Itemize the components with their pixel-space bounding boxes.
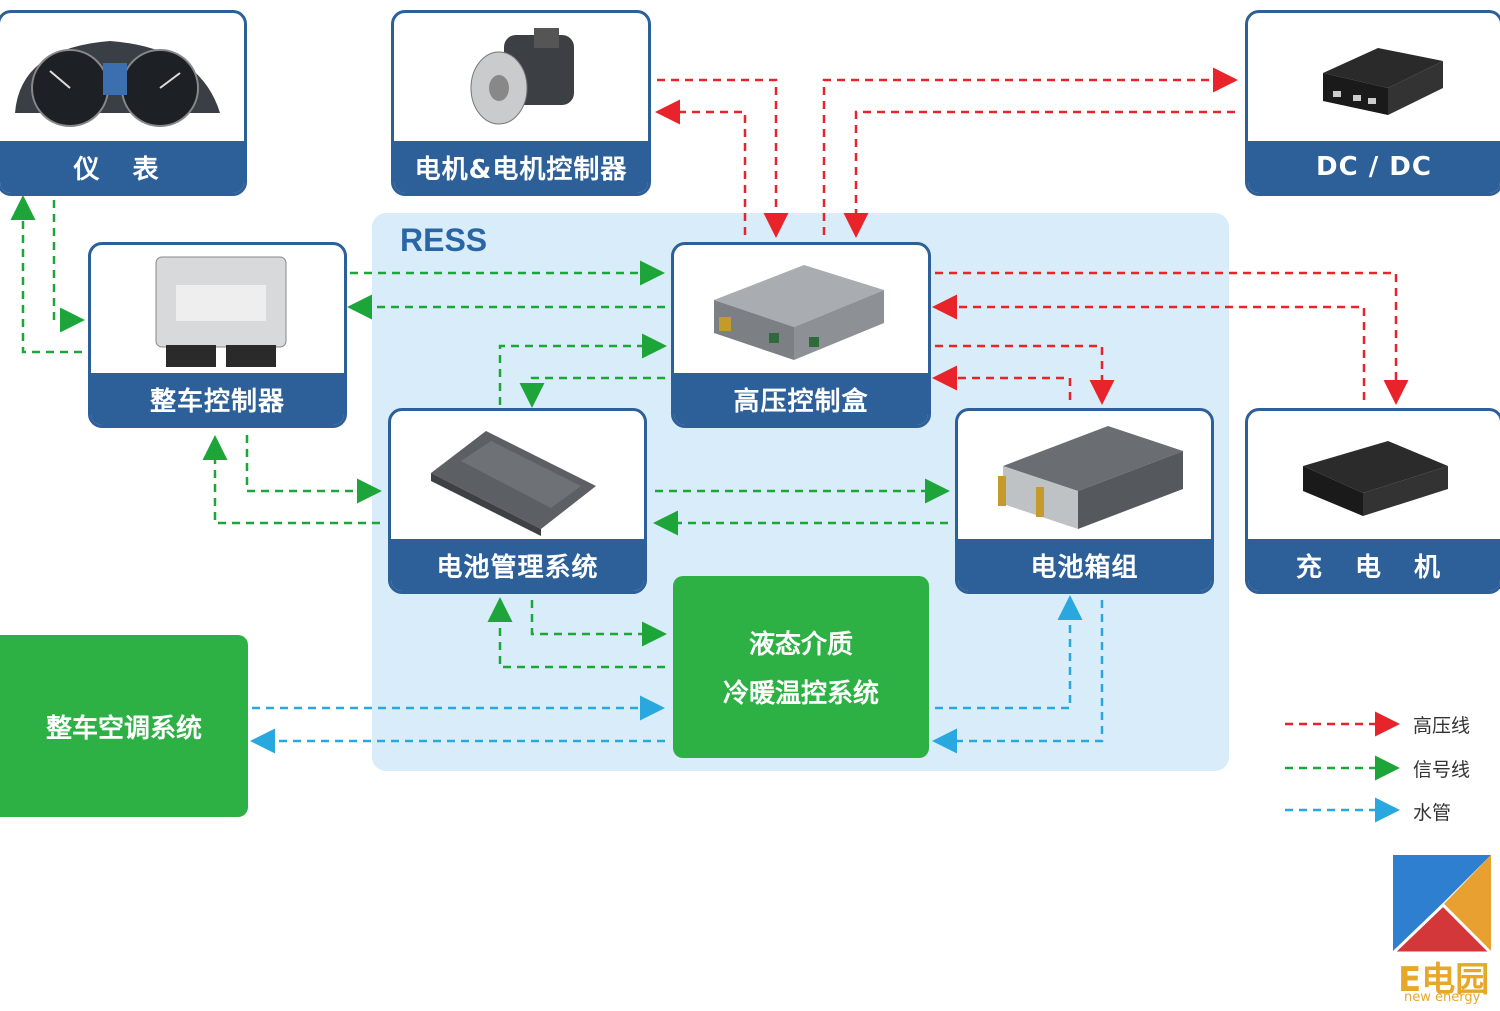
thermal-line2: 冷暖温控系统 — [722, 679, 879, 709]
motor-card[interactable]: 电机&电机控制器 — [391, 10, 651, 196]
sig-line-instrument-to-vcu — [52, 200, 85, 333]
motor-label: 电机&电机控制器 — [394, 141, 648, 193]
ac-system-box[interactable]: 整车空调系统 — [0, 635, 248, 817]
legend-water-label: 水管 — [1413, 802, 1452, 824]
logo-subtext: new energy — [1404, 990, 1481, 1005]
ress-label: RESS — [400, 222, 488, 258]
hv-line-dcdc-to-hvbox — [843, 110, 1235, 238]
instrument-card[interactable]: 仪 表 — [0, 10, 247, 196]
e-dianyuan-logo — [1393, 855, 1491, 953]
hv-line-pack-to-hvbox — [932, 365, 1072, 400]
bms-card[interactable]: 电池管理系统 — [388, 408, 647, 594]
dcdc-label: DC / DC — [1248, 141, 1500, 193]
sig-line-vcu-to-instrument — [10, 195, 82, 354]
bms-image — [391, 411, 644, 541]
sig-line-bms-to-thermal — [530, 600, 667, 647]
battery-pack-label: 电池箱组 — [958, 539, 1211, 591]
legend-signal-label: 信号线 — [1413, 759, 1471, 781]
instrument-cluster-image — [0, 13, 244, 141]
bms-label: 电池管理系统 — [391, 539, 644, 591]
water-line-pack-to-thermal — [932, 600, 1104, 754]
hv-line-hvbox-to-motor — [655, 99, 747, 235]
dcdc-image — [1248, 13, 1500, 141]
instrument-label: 仪 表 — [0, 141, 244, 193]
charger-card[interactable]: 充 电 机 — [1245, 408, 1500, 594]
hv-line-motor-to-hvbox — [657, 78, 789, 238]
vcu-label: 整车控制器 — [91, 373, 344, 425]
legend-hv-label: 高压线 — [1413, 715, 1471, 737]
sig-line-bms-to-hvbox — [498, 333, 667, 405]
charger-label: 充 电 机 — [1248, 539, 1500, 591]
hv-line-hvbox-to-dcdc — [822, 67, 1238, 235]
logo-text: E电园 — [1398, 960, 1490, 1000]
hv-control-box-image — [674, 245, 928, 375]
ac-system-label: 整车空调系统 — [45, 713, 202, 744]
vcu-card[interactable]: 整车控制器 — [88, 242, 347, 428]
hv-control-box-label: 高压控制盒 — [674, 373, 928, 425]
sig-line-vcu-to-bms — [245, 435, 382, 504]
hv-control-box-card[interactable]: 高压控制盒 — [671, 242, 931, 428]
battery-pack-card[interactable]: 电池箱组 — [955, 408, 1214, 594]
sig-line-hvbox-to-bms — [519, 376, 665, 408]
vcu-image — [91, 245, 344, 375]
water-line-thermal-to-pack — [935, 595, 1083, 710]
hv-line-hvbox-to-charger — [935, 271, 1409, 405]
hv-line-charger-to-hvbox — [932, 294, 1366, 400]
battery-pack-image — [958, 411, 1211, 541]
charger-image — [1248, 411, 1500, 541]
thermal-line1: 液态介质 — [748, 630, 853, 660]
hv-line-hvbox-to-pack — [935, 344, 1115, 405]
dcdc-card[interactable]: DC / DC — [1245, 10, 1500, 196]
sig-line-bms-to-vcu — [202, 435, 380, 525]
motor-image — [394, 13, 648, 141]
thermal-system-box[interactable]: 液态介质 冷暖温控系统 — [673, 576, 929, 758]
